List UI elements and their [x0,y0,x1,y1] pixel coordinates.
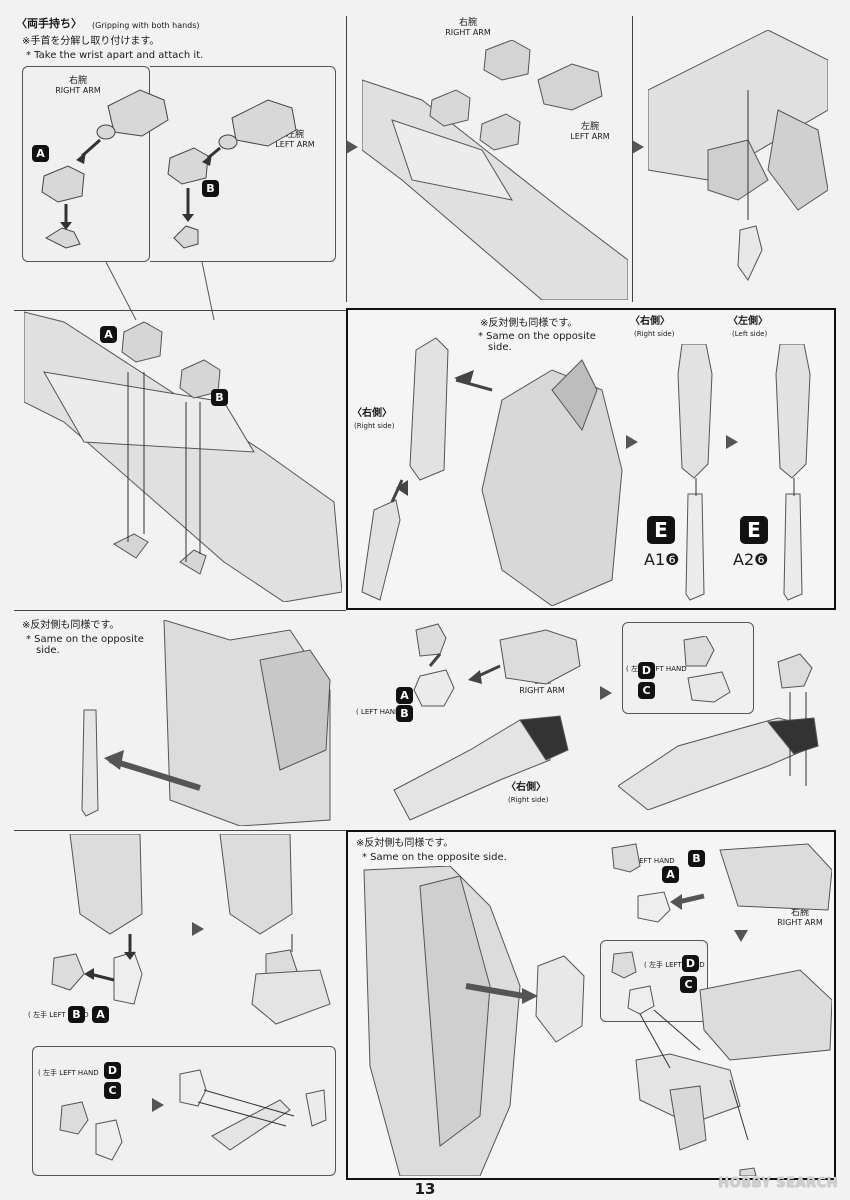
left-arm-label-2-jp: 左腕 [580,122,600,132]
badge-c-3: C [680,976,697,993]
opposite-note-2-jp: ※反対側も同様です。 [22,620,120,631]
step-arrow-8 [734,930,748,942]
step-arrow-6 [192,922,204,936]
note-jp: ※手首を分解し取り付けます。 [22,36,160,47]
right-arm-label-en: RIGHT ARM [55,86,101,95]
left-hand-en-2: LEFT HAND [647,665,687,673]
opposite-note-en-a: * Same on the opposite [478,331,596,342]
right-side-label-3-jp: 〈右側〉 [506,782,546,793]
left-arm-label-jp: 左腕 [285,130,305,140]
blade-right-art [677,344,713,601]
wrist-parts-art [41,89,297,249]
right-arm-label-4-jp: 右腕 [790,908,810,918]
step-arrow-4 [726,435,738,449]
left-arm-label-2-en: LEFT ARM [570,132,610,141]
section-title-en: (Gripping with both hands) [92,21,200,30]
section-title-jp: 〈両手持ち〉 [16,17,82,30]
opposite-note-2-en-a: * Same on the opposite [26,634,144,645]
rifle-grip-art [24,262,342,602]
right-arm-label-2-jp: 右腕 [458,18,478,28]
badge-b-2: B [396,705,413,722]
attach-detail-art [648,30,828,281]
chainsaw-art [393,623,581,821]
left-hand-bracket: ( LEFT HAND [356,708,401,716]
badge-c-2: C [104,1082,121,1099]
badge-a-4: A [662,866,679,883]
opposite-note-en-b: side. [488,342,512,353]
step-arrow-2 [632,140,644,154]
badge-e-right: E [647,516,675,544]
opposite-note-jp: ※反対側も同様です。 [480,318,578,329]
chainsaw-assembled-art [618,636,819,810]
rifle-arms-art [362,40,628,300]
badge-b-3: B [68,1006,85,1023]
opposite-note-3-en: * Same on the opposite side. [362,852,507,863]
badge-a-3: A [92,1006,109,1023]
right-side-label-3-en: (Right side) [508,796,549,804]
left-hand-jp-3: 左手 [32,1011,47,1019]
left-arm-label-en: LEFT ARM [275,140,315,149]
panel-shoulder [14,610,346,830]
badge-a-2: A [396,687,413,704]
hand-dc-art [59,1069,327,1161]
left-hand-jp-6: 左手 [648,961,663,969]
hand-parts-art [51,834,331,1025]
opposite-note-3-jp: ※反対側も同様です。 [356,838,454,849]
badge-b: B [202,180,219,197]
left-hand-label-en: LEFT HAND [360,708,401,716]
left-hand-bracket-4: ( 左手 LEFT HAND [38,1069,99,1077]
right-arm-label-4-en: RIGHT ARM [777,918,823,927]
panel-attach-detail [632,16,832,302]
badge-d-3: D [682,955,699,972]
badge-c: C [638,682,655,699]
left-hand-en-5: LEFT HAND [635,857,675,865]
note-en: * Take the wrist apart and attach it. [26,50,204,61]
right-side-label-en: (Right side) [354,422,395,430]
divider [14,310,346,311]
left-hand-jp-2: 左手 [631,665,645,673]
left-hand-jp-4: 左手 [42,1069,57,1077]
right-arm-label-jp: 右腕 [68,76,88,86]
panel-hand-parts [14,830,346,1182]
step-arrow-1 [346,140,358,154]
badge-a: A [32,145,49,162]
badge-b-4: B [688,850,705,867]
watermark: HOBBY SEARCH [718,1176,838,1191]
left-side-label-en: (Left side) [732,330,768,338]
right-side-label-jp: 〈右側〉 [352,408,392,419]
part-a16: A1❻ [644,550,680,569]
mech-full-art [363,866,585,1176]
left-side-label-jp: 〈左側〉 [728,316,768,327]
badge-a-rifle: A [100,326,117,343]
gun-assembly-art [611,951,832,1176]
right-arm-detail-art [611,843,832,923]
mech-blade-art [361,337,623,606]
left-hand-en-4: LEFT HAND [59,1069,99,1077]
right-side-label-2-jp: 〈右側〉 [630,316,670,327]
step-arrow-5 [600,686,612,700]
opposite-note-2-en-b: side. [36,645,60,656]
badge-b-rifle: B [211,389,228,406]
badge-d: D [638,662,655,679]
badge-e-left: E [740,516,768,544]
blade-left-art [775,344,811,601]
part-a26: A2❻ [733,550,769,569]
right-arm-label-3-en: RIGHT ARM [519,686,565,695]
right-arm-label-2-en: RIGHT ARM [445,28,491,37]
step-arrow-7 [152,1098,164,1112]
page-number: 13 [414,1180,436,1198]
left-hand-bracket-2: ( 左手 LEFT HAND [626,665,687,673]
step-arrow-3 [626,435,638,449]
panel-rifle-arms [346,16,631,302]
badge-d-2: D [104,1062,121,1079]
shoulder-art [81,620,331,826]
right-side-label-2-en: (Right side) [634,330,675,338]
